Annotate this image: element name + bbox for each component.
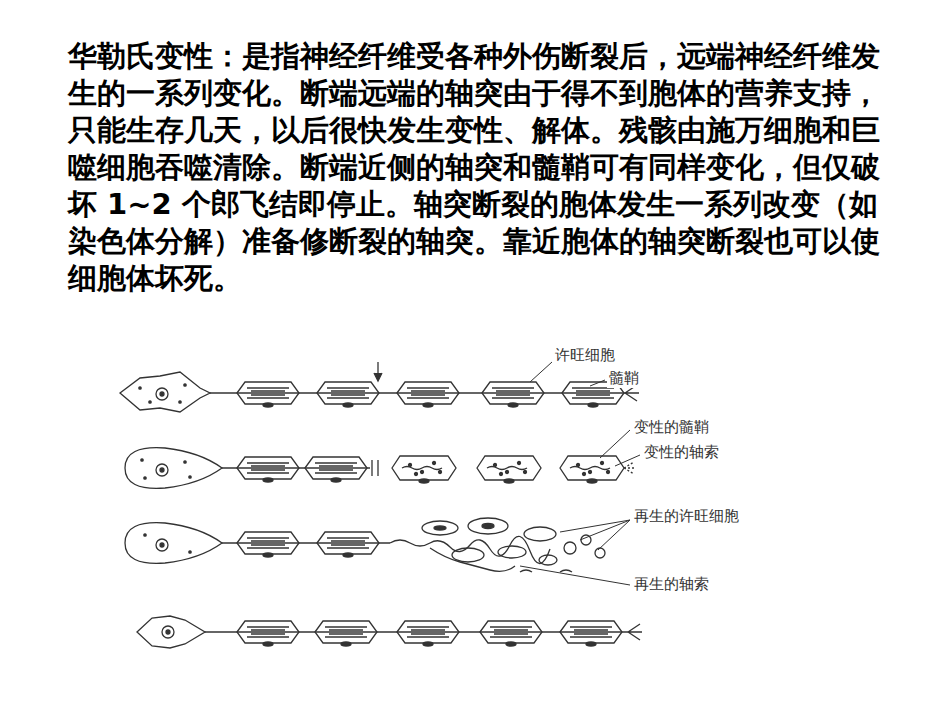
part-label: 再生的轴索 xyxy=(632,575,711,594)
neuron-recovered xyxy=(137,616,642,648)
neuron-regenerating xyxy=(125,518,605,572)
neuron-degenerating xyxy=(125,448,636,489)
neuron-normal xyxy=(120,362,639,412)
leader-lines xyxy=(520,362,640,585)
part-label: 变性的轴索 xyxy=(642,443,721,462)
body-paragraph: 华勒氏变性：是指神经纤维受各种外伤断裂后，远端神经纤维发生的一系列变化。断端远端… xyxy=(68,38,898,297)
part-label: 许旺细胞 xyxy=(553,346,617,365)
part-label: 再生的许旺细胞 xyxy=(632,507,741,526)
part-label: 变性的髓鞘 xyxy=(632,418,711,437)
part-label: 髓鞘 xyxy=(607,369,641,388)
